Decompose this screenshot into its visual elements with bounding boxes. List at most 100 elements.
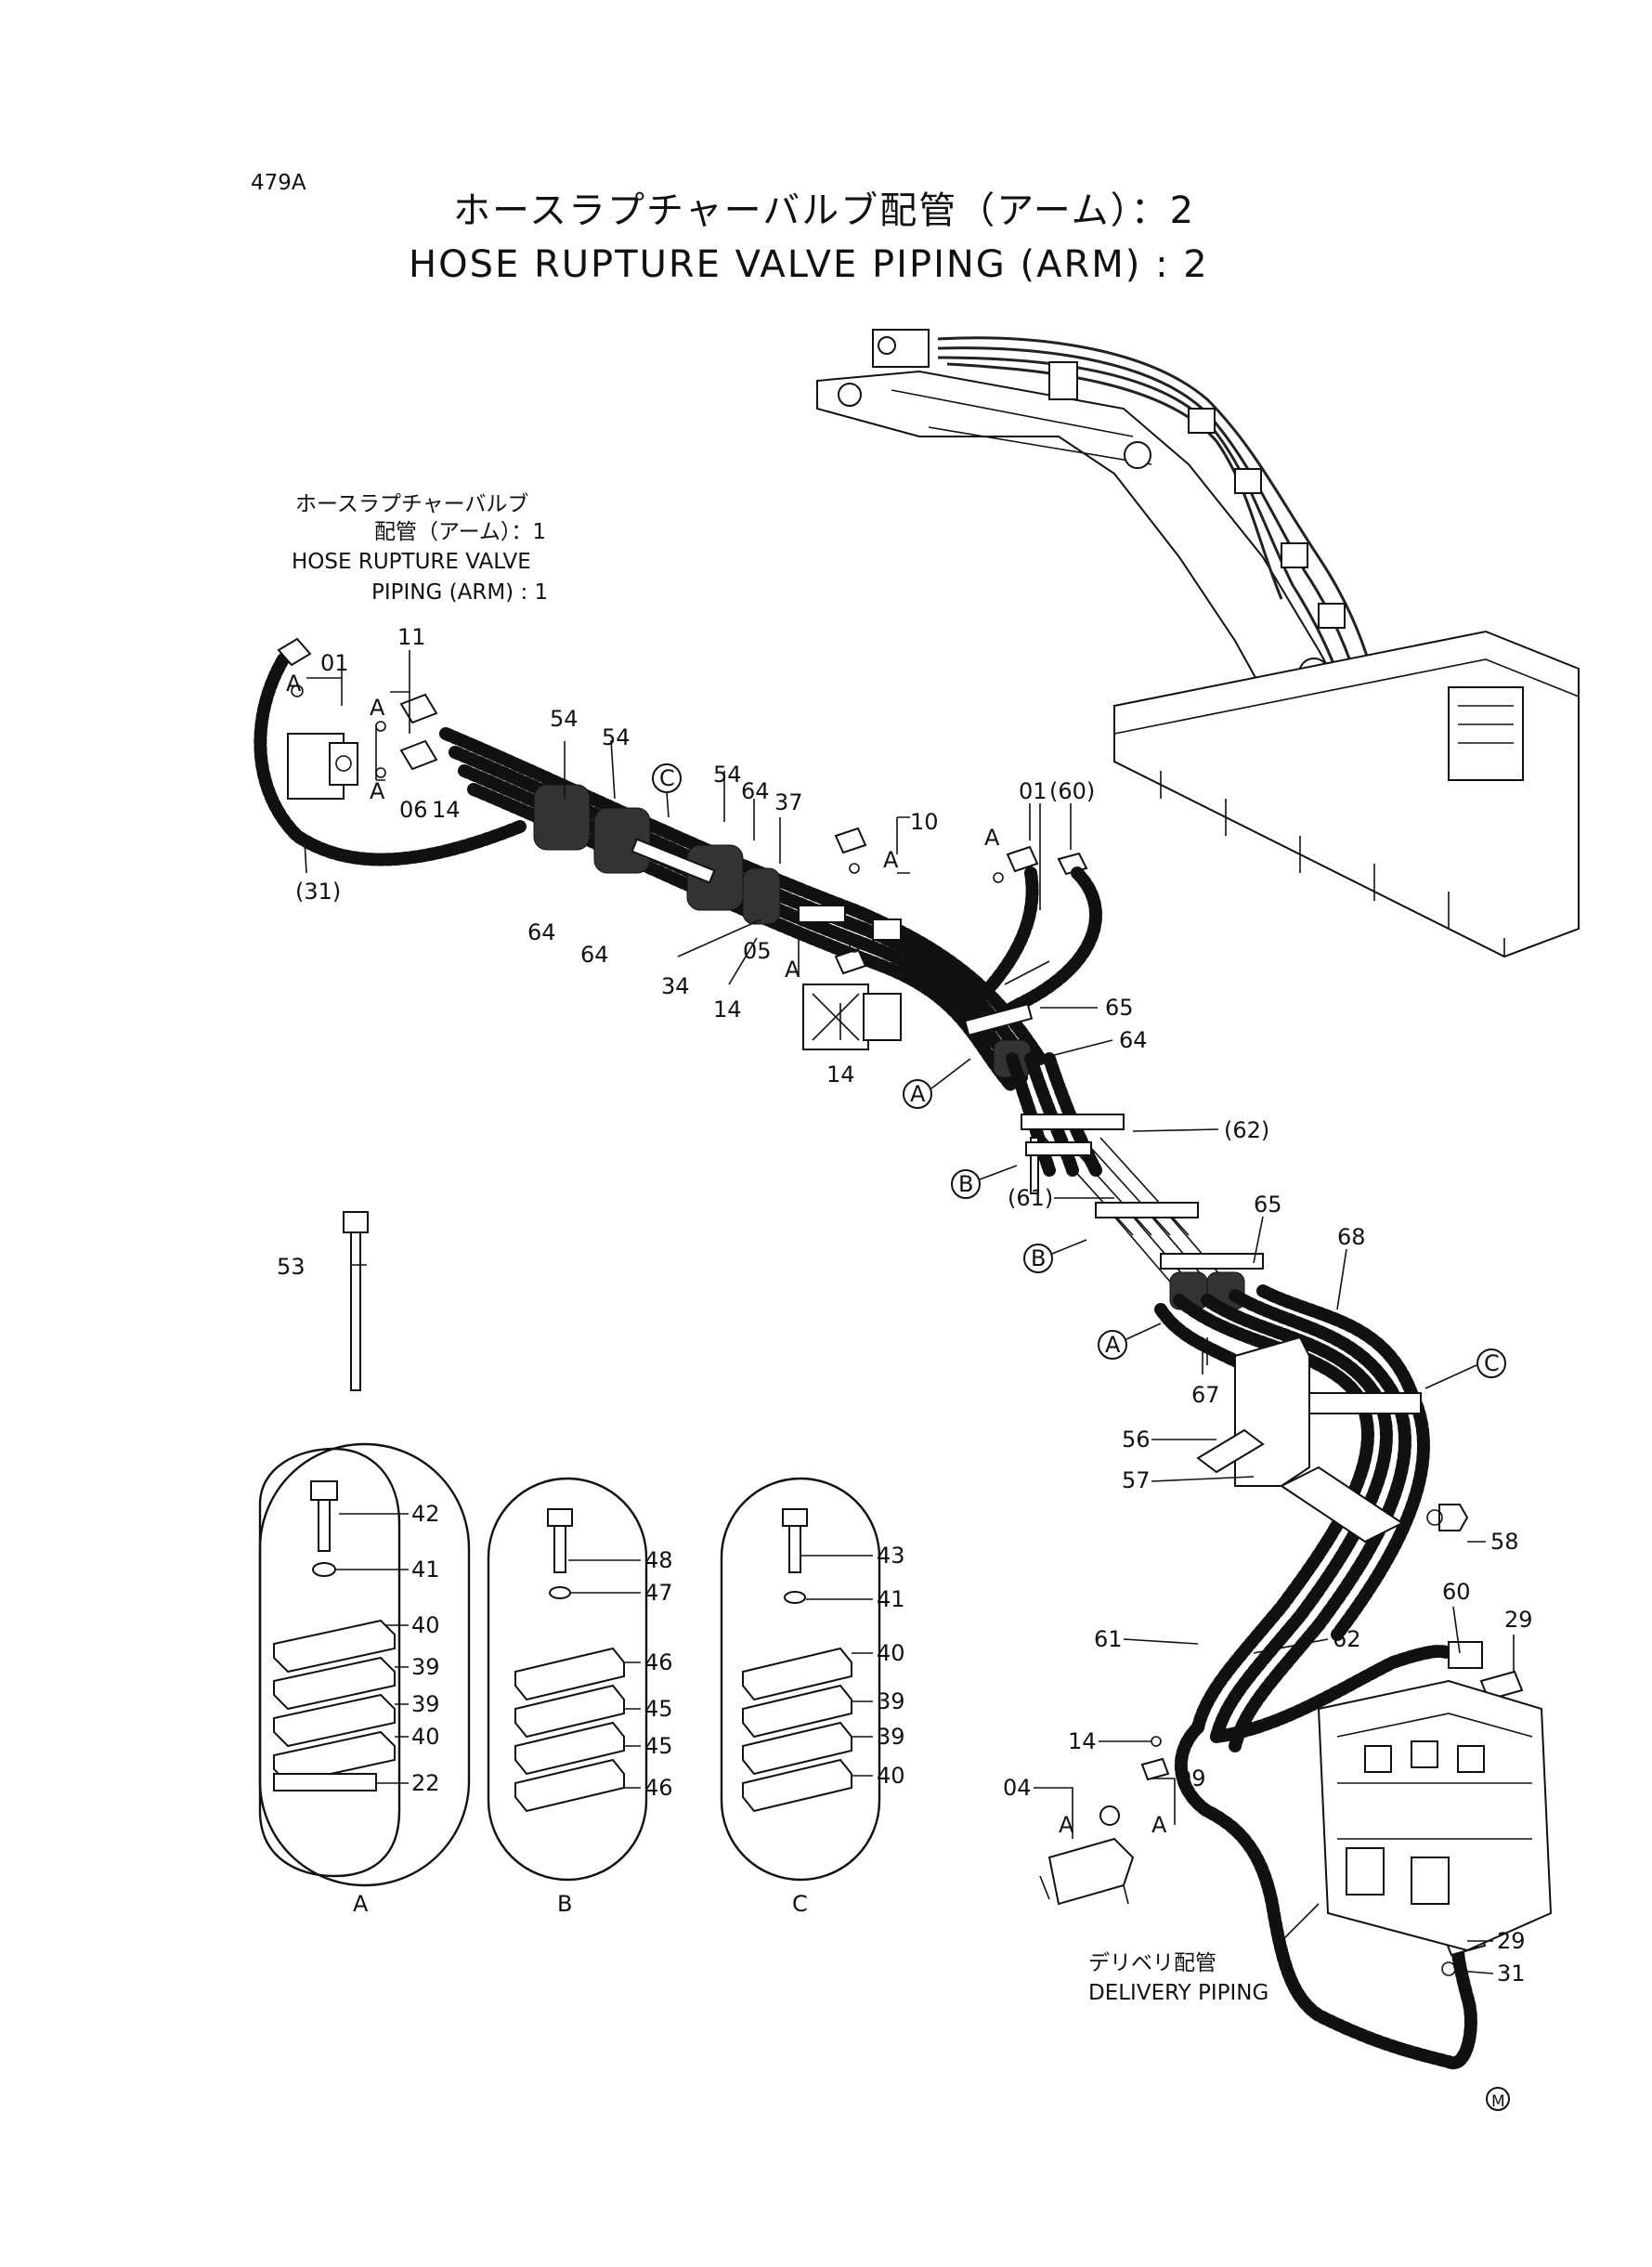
callout-01-right: 01 — [1019, 778, 1047, 804]
callout-65-a: 65 — [1105, 995, 1134, 1021]
detail-a-part: 41 — [411, 1557, 440, 1583]
title-japanese: ホースラプチャーバルブ配管（アーム）：2 — [453, 189, 1195, 232]
title-english: HOSE RUPTURE VALVE PIPING (ARM) : 2 — [409, 243, 1209, 286]
callout-53: 53 — [277, 1254, 306, 1280]
callout-64-d: 64 — [1119, 1027, 1148, 1053]
detail-a-part: 40 — [411, 1612, 440, 1638]
callout-67: 67 — [1191, 1382, 1220, 1408]
callout-65-b: 65 — [1254, 1192, 1282, 1218]
callout-29-top: 29 — [1504, 1607, 1533, 1633]
callout-a-4: A — [883, 847, 899, 873]
callout-a-6: A — [984, 825, 1000, 851]
callout-01-left: 01 — [320, 650, 349, 676]
detail-c-oval — [720, 1477, 881, 1882]
callout-61-ref: (61) — [1008, 1185, 1053, 1211]
callout-58: 58 — [1490, 1529, 1519, 1555]
detail-b-part: 46 — [644, 1775, 673, 1801]
callout-14-left: 14 — [432, 797, 461, 823]
callout-62-ref: (62) — [1224, 1117, 1269, 1143]
callout-04: 04 — [1003, 1775, 1032, 1801]
callout-34: 34 — [661, 973, 690, 999]
callout-68: 68 — [1337, 1224, 1366, 1250]
callout-a-1: A — [370, 695, 385, 721]
callout-62: 62 — [1333, 1626, 1361, 1652]
callout-14-mid: 14 — [713, 997, 742, 1023]
left-valve-cluster — [254, 637, 527, 866]
callout-31-ref: (31) — [295, 879, 341, 905]
marker-a-mid: A — [910, 1081, 926, 1107]
marker-c-top: C — [659, 765, 675, 791]
callout-09: 09 — [1177, 1765, 1206, 1791]
lower-fitting-assembly — [1039, 1736, 1170, 1906]
detail-a-part: 40 — [411, 1724, 440, 1750]
detail-a-parts — [273, 1480, 396, 1791]
detail-b-label: B — [557, 1891, 572, 1917]
detail-part-numbers: 42 41 40 39 39 40 22 A 48 47 46 45 45 46… — [353, 1501, 905, 1917]
detail-c-parts — [742, 1508, 852, 1813]
callout-54-b: 54 — [602, 724, 631, 750]
detail-b-part: 47 — [644, 1580, 673, 1606]
detail-a-part: 42 — [411, 1501, 440, 1527]
marker-c-right: C — [1484, 1350, 1500, 1376]
ref-piping1-jp-1: ホースラプチャーバルブ — [295, 492, 528, 516]
upper-frame — [1113, 630, 1580, 958]
ref-piping1-en-1: HOSE RUPTURE VALVE — [292, 550, 531, 574]
callout-37: 37 — [774, 789, 803, 815]
detail-c-part: 41 — [877, 1586, 905, 1612]
detail-b-part: 45 — [644, 1733, 673, 1759]
callout-60: 60 — [1442, 1579, 1471, 1605]
callout-29-bottom: 29 — [1497, 1928, 1526, 1954]
detail-b-part: 46 — [644, 1649, 673, 1675]
page-code: 479A — [251, 171, 306, 195]
detail-c-part: 39 — [877, 1724, 905, 1750]
callout-a-8: A — [1151, 1812, 1167, 1838]
ref-delivery-en: DELIVERY PIPING — [1088, 1981, 1268, 2005]
footer-mark: M — [1491, 2092, 1505, 2111]
callout-06: 06 — [399, 797, 428, 823]
ref-delivery-jp: デリベリ配管 — [1088, 1951, 1216, 1975]
detail-b-part: 48 — [644, 1547, 673, 1573]
callout-61: 61 — [1094, 1626, 1123, 1652]
detail-a-part: 22 — [411, 1770, 440, 1796]
detail-b-parts — [514, 1508, 625, 1813]
marker-letters: C A B B A C — [659, 765, 1500, 1376]
detail-leaders — [336, 1513, 873, 1789]
leader-lines — [304, 650, 1515, 1974]
callout-a-2: A — [286, 671, 302, 697]
callout-64-b: 64 — [527, 919, 556, 945]
callout-11: 11 — [397, 624, 426, 650]
callout-a-7: A — [1059, 1812, 1074, 1838]
callout-54-c: 54 — [713, 762, 742, 788]
callout-a-5: A — [785, 957, 800, 983]
callout-56: 56 — [1122, 1427, 1151, 1453]
cable-tie — [343, 1211, 369, 1391]
callout-60-ref: (60) — [1049, 778, 1095, 804]
callout-14-bottom: 14 — [1068, 1728, 1097, 1754]
control-valve — [1317, 1679, 1553, 1952]
marker-a-low: A — [1105, 1332, 1121, 1358]
callout-31: 31 — [1497, 1961, 1526, 1987]
callout-64-a: 64 — [741, 778, 770, 804]
detail-c-part: 39 — [877, 1688, 905, 1714]
callout-64-c: 64 — [580, 942, 609, 968]
marker-b-1: B — [958, 1171, 973, 1197]
detail-a-label: A — [353, 1891, 369, 1917]
callout-57: 57 — [1122, 1467, 1151, 1493]
callout-a-3: A — [370, 778, 385, 804]
callout-10: 10 — [910, 809, 939, 835]
detail-c-part: 40 — [877, 1640, 905, 1666]
lower-hose-run — [1154, 1284, 1469, 1752]
circle-markers — [652, 763, 1510, 2111]
callout-labels: 01 11 A A A 06 14 (31) 54 54 54 64 64 64… — [277, 624, 1533, 1987]
detail-a — [258, 1447, 401, 1878]
callout-05: 05 — [743, 938, 772, 964]
ref-piping1-en-2: PIPING (ARM) : 1 — [371, 580, 548, 605]
detail-b-oval — [487, 1477, 648, 1882]
detail-c-part: 40 — [877, 1763, 905, 1789]
detail-a-part: 39 — [411, 1691, 440, 1717]
detail-a-part: 39 — [411, 1654, 440, 1680]
detail-b-part: 45 — [644, 1696, 673, 1722]
detail-c-label: C — [792, 1891, 808, 1917]
detail-c-part: 43 — [877, 1543, 905, 1569]
